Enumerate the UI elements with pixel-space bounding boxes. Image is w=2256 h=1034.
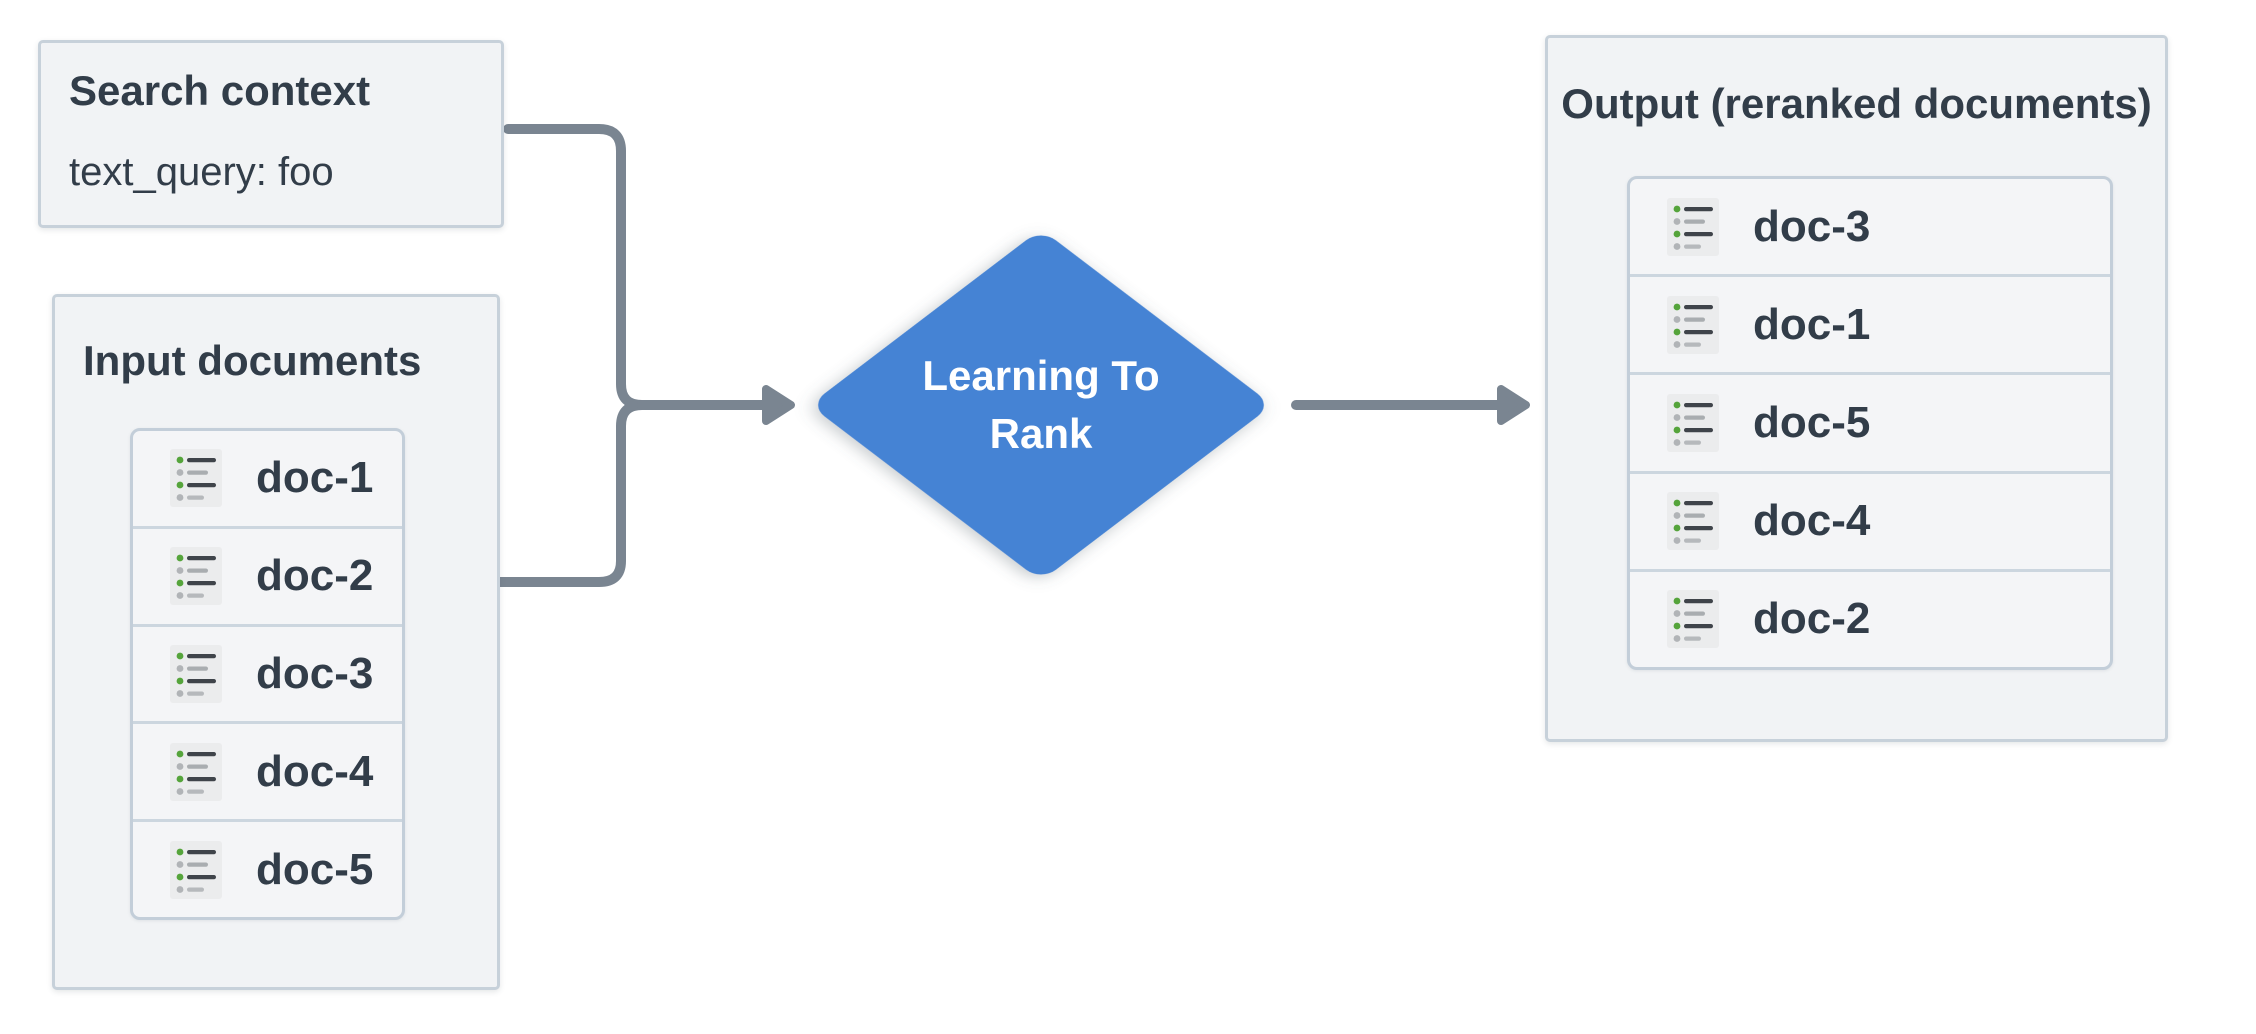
list-icon	[1667, 492, 1719, 551]
doc-row: doc-3	[133, 623, 402, 722]
ranker-diamond-shape	[818, 235, 1264, 575]
list-icon	[1667, 197, 1719, 256]
doc-label: doc-2	[256, 551, 374, 601]
doc-label: doc-4	[256, 746, 374, 796]
connector-lines	[495, 124, 1503, 587]
arrowhead-into-ranker-icon	[762, 385, 795, 425]
input-doc-list: doc-1	[130, 428, 405, 920]
doc-label: doc-1	[256, 453, 374, 503]
doc-label: doc-5	[1753, 398, 1871, 447]
connector-input-to-ranker	[495, 400, 647, 587]
arrowhead-into-output-icon	[1497, 385, 1530, 425]
doc-row: doc-5	[1630, 372, 2110, 470]
output-title: Output (reranked documents)	[1561, 80, 2152, 127]
list-icon	[1667, 295, 1719, 354]
list-icon	[1667, 394, 1719, 452]
doc-label: doc-1	[1753, 299, 1871, 349]
doc-row: doc-1	[133, 431, 402, 526]
list-icon	[170, 840, 222, 899]
list-icon	[170, 449, 222, 508]
list-icon	[170, 547, 222, 606]
doc-row: doc-2	[133, 525, 402, 624]
doc-row: doc-4	[1630, 470, 2110, 569]
doc-label: doc-3	[256, 648, 374, 698]
doc-row: doc-3	[1630, 179, 2110, 274]
arrowheads	[762, 385, 1530, 425]
doc-row: doc-2	[1630, 568, 2110, 667]
search-context-panel: Search context text_query: foo	[38, 40, 504, 228]
doc-label: doc-4	[1753, 496, 1871, 546]
doc-label: doc-2	[1753, 594, 1871, 644]
output-doc-list: doc-3	[1627, 176, 2113, 670]
ranker-diamond-label: Learning To Rank	[922, 352, 1160, 457]
doc-row: doc-4	[133, 721, 402, 819]
list-icon	[170, 644, 222, 703]
input-documents-panel: Input documents	[52, 294, 500, 990]
search-context-title: Search context	[69, 67, 371, 114]
doc-label: doc-5	[256, 844, 374, 894]
input-documents-title: Input documents	[83, 337, 422, 384]
search-context-query: text_query: foo	[69, 150, 334, 194]
list-icon	[1667, 590, 1719, 649]
doc-row: doc-5	[133, 819, 402, 917]
connector-search-to-ranker	[503, 124, 647, 410]
output-panel: Output (reranked documents)	[1545, 35, 2168, 742]
doc-row: doc-1	[1630, 274, 2110, 372]
doc-label: doc-3	[1753, 201, 1871, 251]
list-icon	[170, 742, 222, 801]
